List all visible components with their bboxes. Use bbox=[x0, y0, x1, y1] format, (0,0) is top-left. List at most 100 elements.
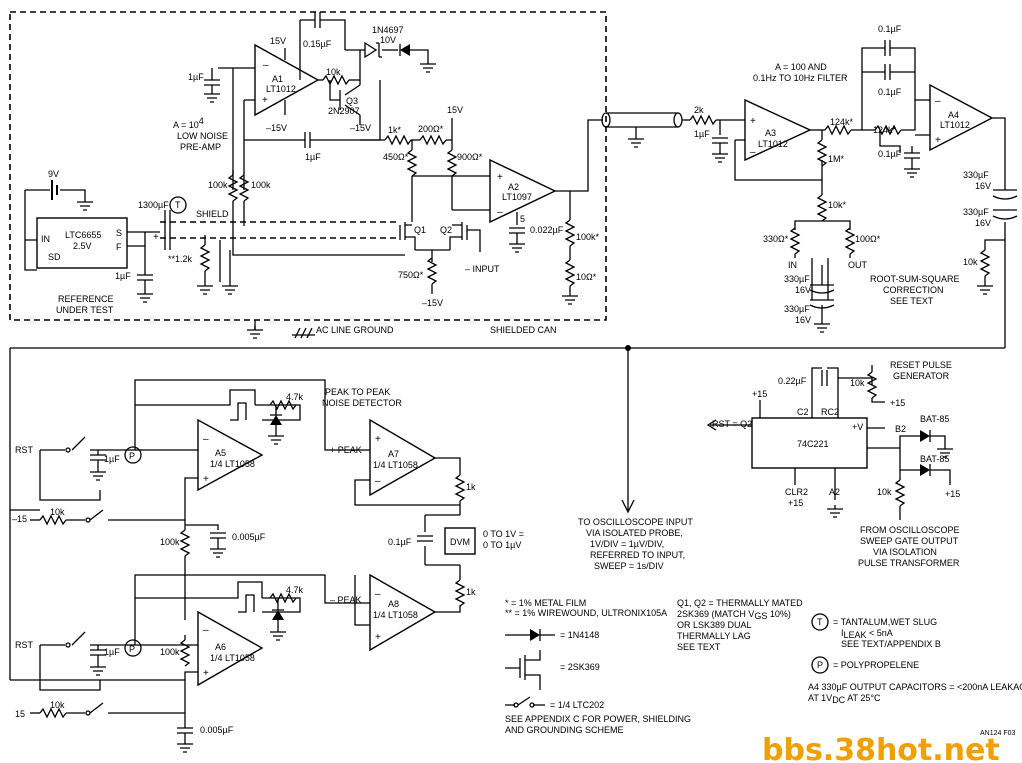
cap1-a5-label: 1µF bbox=[104, 454, 120, 464]
c330-b-voltage: 16V bbox=[795, 315, 811, 325]
legend-appc-line1: SEE APPENDIX C FOR POWER, SHIELDING bbox=[505, 714, 691, 724]
legend-polyprop-icon bbox=[811, 656, 829, 674]
cap01-c-label: 0.1µF bbox=[878, 149, 902, 159]
r47k-b-label: 4.7k bbox=[286, 585, 304, 595]
r750-label: 750Ω* bbox=[398, 270, 424, 280]
out-label: OUT bbox=[848, 260, 868, 270]
sweep-line1: FROM OSCILLOSCOPE bbox=[860, 525, 960, 535]
chip-74c221 bbox=[751, 417, 868, 469]
c330-c-label: 330µF bbox=[963, 170, 989, 180]
legend-tantalum-icon bbox=[811, 613, 829, 631]
a1-supply-label: 15V bbox=[270, 36, 286, 46]
a2-plus: + bbox=[497, 172, 503, 183]
p15-b-label: +15 bbox=[890, 398, 905, 408]
a1-name: A1 bbox=[272, 74, 283, 84]
a8-part: 1/4 LT1058 bbox=[373, 610, 418, 620]
a8-name: A8 bbox=[388, 599, 399, 609]
dvm-line1: 0 TO 1V = bbox=[483, 529, 524, 539]
neg15-bottom-label: –15V bbox=[422, 298, 443, 308]
a3-plus: + bbox=[750, 116, 756, 127]
rss-line3: SEE TEXT bbox=[890, 296, 934, 306]
r10k-p15-label: 10k bbox=[50, 700, 65, 710]
r100k-star-label: 100k* bbox=[576, 232, 600, 242]
r124k-b-label: 124k* bbox=[873, 125, 897, 135]
cap022-label: 0.22µF bbox=[778, 376, 807, 386]
polyprop-a6: P bbox=[129, 644, 135, 654]
cap-015-label: 0.15µF bbox=[303, 39, 332, 49]
tantalum-symbol bbox=[169, 196, 187, 214]
r10k-b2-label: 10k bbox=[877, 487, 892, 497]
a2-pin5: 5 bbox=[520, 214, 525, 224]
cap01-b-label: 0.1µF bbox=[878, 87, 902, 97]
a4-name: A4 bbox=[948, 110, 959, 120]
osc-line3: 1V/DIV = 1µV/DIV, bbox=[590, 539, 664, 549]
a4-plus: + bbox=[935, 135, 941, 146]
cap-1300-plus: + bbox=[153, 232, 159, 243]
q3-resistor-label: 10k bbox=[326, 67, 341, 77]
legend-t-symbol: T bbox=[817, 617, 823, 627]
q3-part: 2N2907 bbox=[328, 106, 360, 116]
a4-part: LT1012 bbox=[940, 120, 970, 130]
r450-label: 450Ω* bbox=[383, 152, 409, 162]
a8-plus: + bbox=[375, 632, 381, 643]
bat85-b-label: BAT-85 bbox=[920, 454, 949, 464]
pin-a2: A2 bbox=[829, 487, 840, 497]
cap1-ref-label: 1µF bbox=[115, 271, 131, 281]
opamp-a8 bbox=[369, 573, 437, 652]
pin-s: S bbox=[116, 228, 122, 238]
ref-line2: UNDER TEST bbox=[56, 305, 114, 315]
shielded-can-label: SHIELDED CAN bbox=[490, 325, 557, 335]
ac-ground-label: AC LINE GROUND bbox=[316, 325, 394, 335]
a4-minus: – bbox=[935, 96, 941, 107]
sweep-line3: VIA ISOLATION bbox=[873, 547, 937, 557]
r10-star-label: 10Ω* bbox=[576, 272, 597, 282]
pin-rc2: RC2 bbox=[821, 407, 839, 417]
a3-part: LT1012 bbox=[758, 139, 788, 149]
cap01-dvm-label: 0.1µF bbox=[388, 537, 412, 547]
a5-part: 1/4 LT1058 bbox=[210, 459, 255, 469]
legend-metal-film: * = 1% METAL FILM bbox=[505, 598, 586, 608]
in-label: IN bbox=[788, 260, 797, 270]
legend-diode: = 1N4148 bbox=[560, 630, 599, 640]
a1-input-cap-label: 1µF bbox=[188, 72, 204, 82]
r900-label: 900Ω* bbox=[457, 152, 483, 162]
q3-name: Q3 bbox=[346, 96, 358, 106]
a1-part: LT1012 bbox=[266, 84, 296, 94]
dvm-box bbox=[444, 527, 476, 555]
pin-clr2: CLR2 bbox=[785, 487, 808, 497]
neg-input-label: – INPUT bbox=[465, 264, 500, 274]
r10k-rss-label: 10k* bbox=[828, 200, 847, 210]
a1-neg-supply: –15V bbox=[266, 123, 287, 133]
cap1-a3-label: 1µF bbox=[694, 129, 710, 139]
r100k-a5-label: 100k bbox=[160, 537, 180, 547]
c330-b-label: 330µF bbox=[784, 304, 810, 314]
c330-a-voltage: 16V bbox=[795, 285, 811, 295]
rst-q2-label: RST = Q2 bbox=[712, 419, 752, 429]
r100k-b-label: 100k bbox=[251, 180, 271, 190]
legend-fet: = 2SK369 bbox=[560, 662, 600, 672]
a5-name: A5 bbox=[215, 448, 226, 458]
watermark: bbs.38hot.net bbox=[762, 733, 1000, 763]
r1k-b-label: 1k bbox=[466, 587, 476, 597]
p15-a-label: +15 bbox=[752, 389, 767, 399]
preamp-line1: LOW NOISE bbox=[177, 131, 228, 141]
opamp-a2 bbox=[489, 158, 557, 224]
a3-name: A3 bbox=[765, 128, 776, 138]
ref-line1: REFERENCE bbox=[58, 294, 114, 304]
plus-peak-label: + PEAK bbox=[330, 445, 362, 455]
a6-name: A6 bbox=[215, 642, 226, 652]
r100k-a6-label: 100k bbox=[160, 647, 180, 657]
a2-name: A2 bbox=[508, 182, 519, 192]
c330-a-label: 330µF bbox=[784, 274, 810, 284]
preamp-line2: PRE-AMP bbox=[180, 142, 221, 152]
opamp-a7 bbox=[369, 418, 437, 497]
r1k-label: 1k* bbox=[388, 125, 402, 135]
a7-minus: – bbox=[375, 476, 381, 487]
bat85-a-label: BAT-85 bbox=[920, 414, 949, 424]
dvm-line2: 0 TO 1µV bbox=[483, 540, 521, 550]
rst-b-label: RST bbox=[15, 640, 34, 650]
cap0005-a-label: 0.005µF bbox=[232, 532, 266, 542]
a7-part: 1/4 LT1058 bbox=[373, 460, 418, 470]
pin-c2: C2 bbox=[797, 407, 809, 417]
